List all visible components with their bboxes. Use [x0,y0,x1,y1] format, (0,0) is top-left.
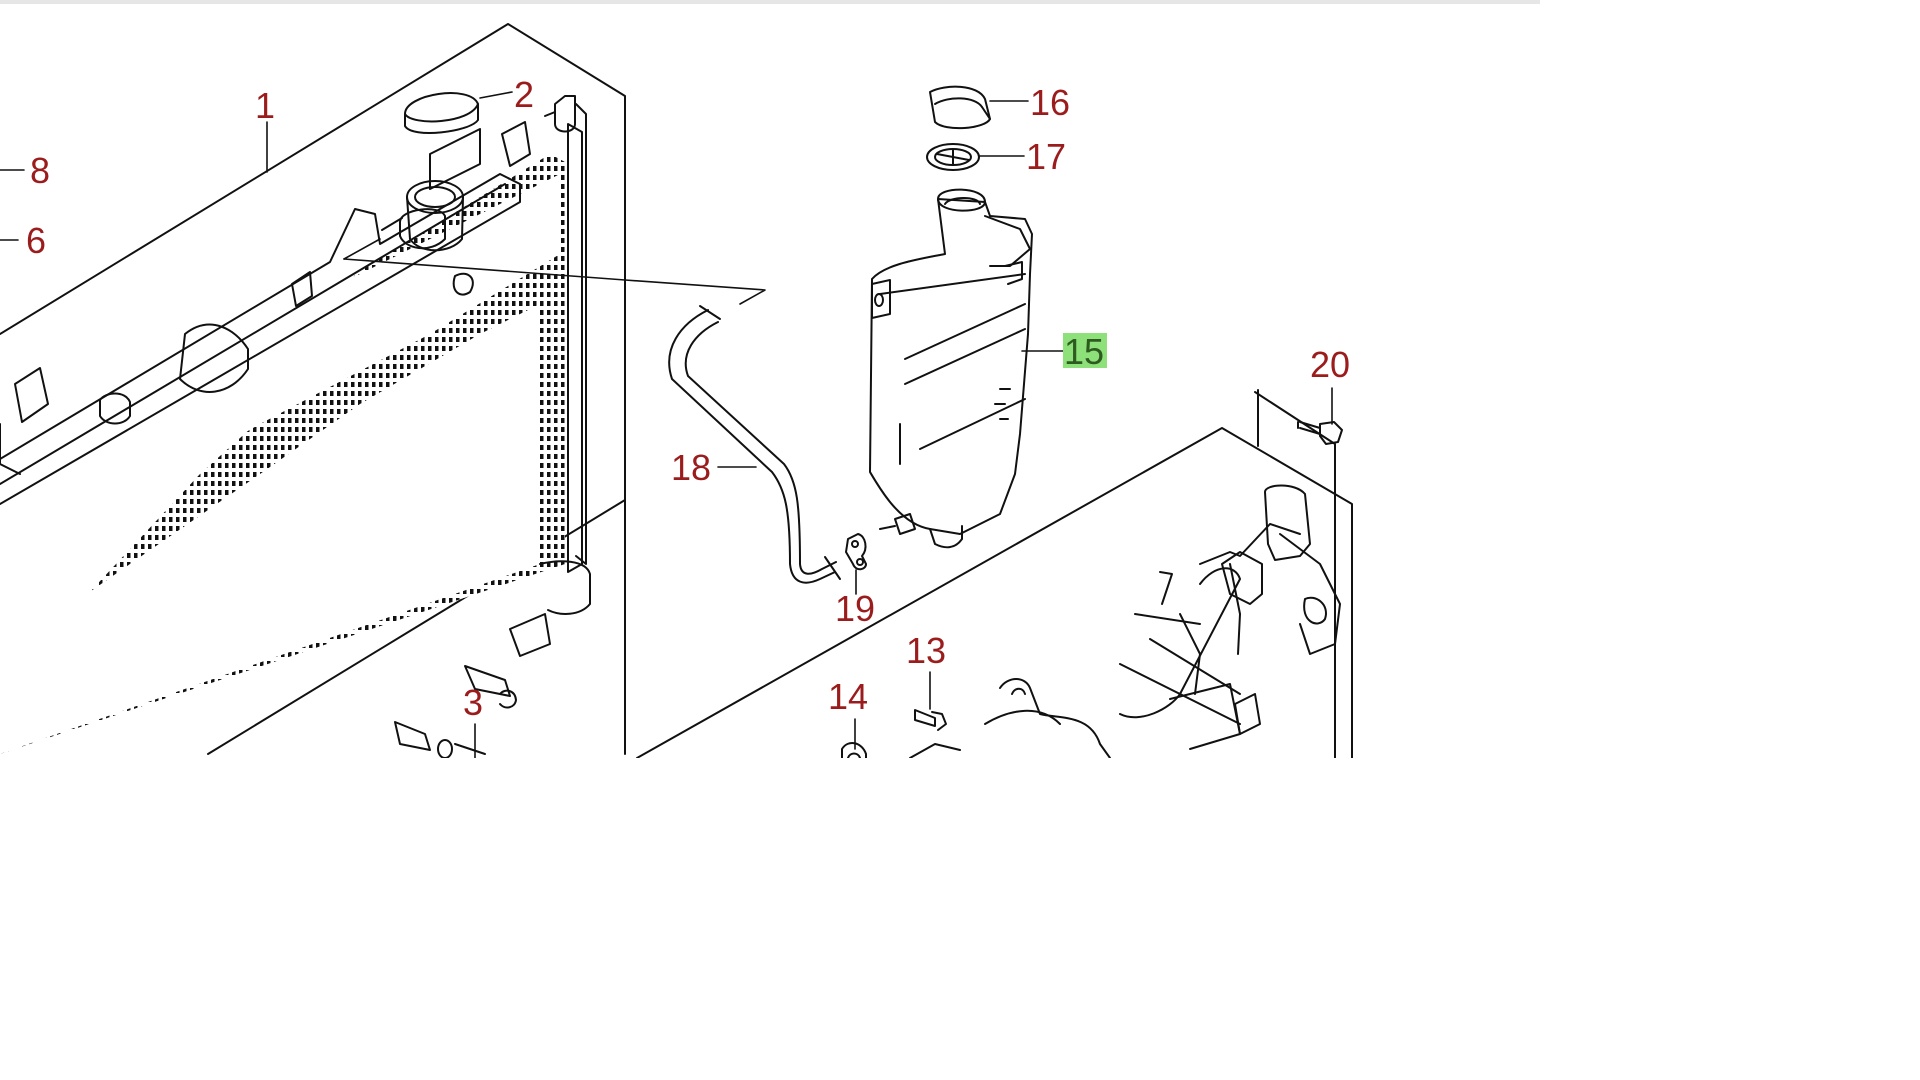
callout-6[interactable]: 6 [26,220,46,261]
callout-13[interactable]: 13 [906,630,946,671]
radiator-core [0,154,565,754]
callout-20[interactable]: 20 [1310,344,1350,385]
parts-diagram: 1 2 3 6 8 13 14 15 16 17 18 19 20 [0,23,1353,758]
reservoir-cap-icon [929,85,991,130]
callout-16[interactable]: 16 [1030,82,1070,123]
top-border [0,0,1540,4]
fan-shroud-icon [636,389,1353,758]
callout-14[interactable]: 14 [828,676,868,717]
radiator-upper-tank [0,121,531,505]
radiator-side-tank [539,103,591,615]
callout-1[interactable]: 1 [255,85,275,126]
callout-2[interactable]: 2 [514,74,534,115]
parts-diagram-viewport[interactable]: 1 2 3 6 8 13 14 15 16 17 18 19 20 [0,4,1540,758]
leader-2 [479,91,513,99]
bolt-icon [914,709,947,731]
callout-18[interactable]: 18 [671,447,711,488]
callout-15-highlight [1063,333,1107,368]
leader-lines [0,91,1333,758]
filler-hose-leader [343,238,766,305]
callout-8[interactable]: 8 [30,150,50,191]
radiator-lower-fittings [394,613,551,758]
radiator-filler-neck [406,180,474,296]
washer-icon [841,742,867,758]
reservoir-tank-icon [869,188,1033,549]
callout-labels: 1 2 3 6 8 13 14 15 16 17 18 19 20 [26,74,1350,723]
hose-clamp-icon [845,533,867,571]
callout-3[interactable]: 3 [463,682,483,723]
radiator-icon [0,23,626,758]
gasket-icon [926,143,980,171]
radiator-cap-icon [404,92,479,134]
callout-19[interactable]: 19 [835,588,875,629]
radiator-outlet-pipe [544,95,576,133]
callout-15[interactable]: 15 [1064,331,1104,372]
overflow-hose-icon [668,305,841,584]
callout-17[interactable]: 17 [1026,136,1066,177]
